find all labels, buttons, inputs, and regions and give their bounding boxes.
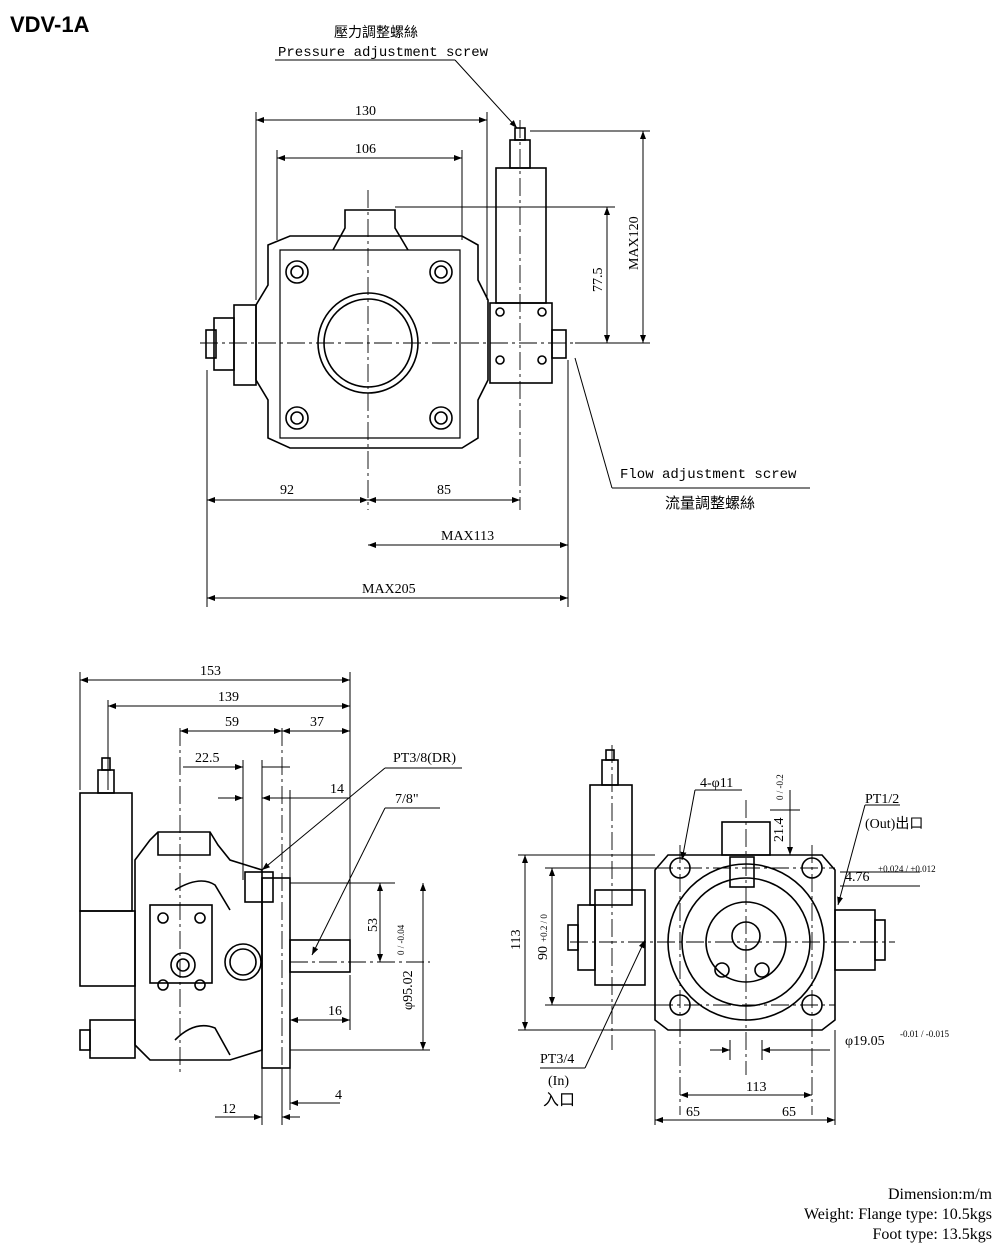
model-title: VDV-1A — [10, 12, 90, 37]
dim-max113: MAX113 — [441, 529, 494, 544]
dim-14: 14 — [330, 782, 344, 797]
dim-53: 53 — [366, 918, 381, 932]
dimension-unit: Dimension:m/m — [888, 1186, 992, 1203]
dim-4: 4 — [335, 1088, 342, 1103]
label-pt12: PT1/2 — [865, 792, 899, 807]
label-in-en: (In) — [548, 1074, 569, 1089]
dim-77-5: 77.5 — [591, 268, 606, 293]
tol-21-4: 0 / -0.2 — [775, 774, 785, 800]
tol-95-02: 0 / -0.04 — [396, 924, 406, 955]
dim-139: 139 — [218, 690, 239, 705]
label-pt38: PT3/8(DR) — [393, 751, 456, 766]
dim-85: 85 — [437, 483, 451, 498]
side-view — [79, 757, 351, 1069]
dim-12: 12 — [222, 1102, 236, 1117]
front-view — [567, 749, 886, 1031]
pressure-label-en: Pressure adjustment screw — [278, 45, 489, 61]
dim-130: 130 — [355, 104, 376, 119]
dim-21-4: 21.4 — [772, 818, 787, 843]
label-out: (Out)出口 — [865, 816, 923, 832]
dim-153: 153 — [200, 664, 221, 679]
dim-37: 37 — [310, 715, 324, 730]
flow-label-cn: 流量調整螺絲 — [665, 495, 755, 512]
dim-90: 90 — [536, 946, 551, 960]
tol-19-05: -0.01 / -0.015 — [900, 1029, 949, 1039]
flow-label-en: Flow adjustment screw — [620, 467, 797, 483]
weight-foot: Foot type: 13.5kgs — [872, 1226, 992, 1243]
dim-max205: MAX205 — [362, 582, 416, 597]
dim-65-right: 65 — [782, 1105, 796, 1120]
dim-19-05: φ19.05 — [845, 1034, 885, 1049]
tol-90: +0.2 / 0 — [539, 914, 549, 942]
dim-65-left: 65 — [686, 1105, 700, 1120]
label-7-8-inch: 7/8" — [395, 792, 419, 807]
label-in-cn: 入口 — [543, 1092, 575, 1109]
tol-4-76: +0.024 / +0.012 — [878, 864, 936, 874]
dim-113-horizontal: 113 — [746, 1080, 766, 1095]
dim-max120: MAX120 — [627, 216, 642, 270]
spec-footer: Dimension:m/m Weight: Flange type: 10.5k… — [804, 1185, 992, 1245]
weight-row: Weight: Flange type: 10.5kgs — [804, 1205, 992, 1225]
dim-16: 16 — [328, 1004, 342, 1019]
dim-92: 92 — [280, 483, 294, 498]
pressure-label-cn: 壓力調整螺絲 — [334, 25, 418, 41]
dim-4-76: 4.76 — [845, 870, 870, 885]
weight-foot-row: Foot type: 13.5kgs — [804, 1225, 992, 1245]
weight-label: Weight: — [803, 1206, 855, 1223]
weight-flange: Flange type: 10.5kgs — [858, 1206, 992, 1223]
label-pt34: PT3/4 — [540, 1052, 574, 1067]
label-4-phi11: 4-φ11 — [700, 776, 733, 791]
dim-113-vertical: 113 — [509, 930, 524, 950]
dim-95-02: φ95.02 — [401, 970, 416, 1010]
top-view — [205, 127, 567, 449]
dim-22-5: 22.5 — [195, 751, 220, 766]
dim-106: 106 — [355, 142, 376, 157]
dim-59: 59 — [225, 715, 239, 730]
